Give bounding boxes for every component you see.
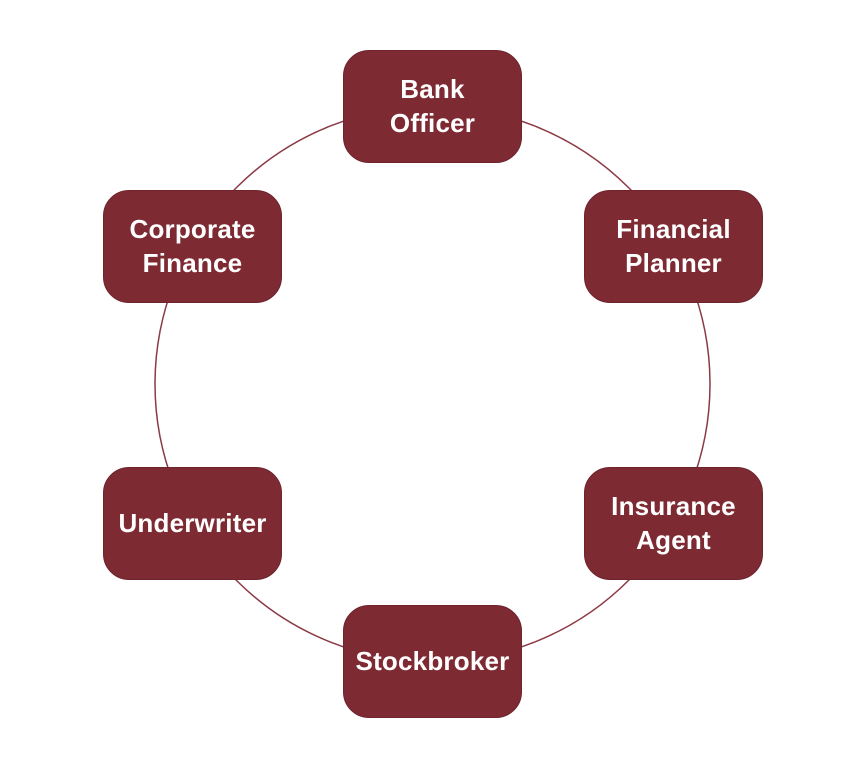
node-corporate-finance: Corporate Finance <box>103 190 282 303</box>
node-label-corporate-finance: Corporate Finance <box>129 214 256 278</box>
node-insurance-agent: Insurance Agent <box>584 467 763 580</box>
node-label-insurance-agent: Insurance Agent <box>611 491 736 555</box>
node-stockbroker: Stockbroker <box>343 605 522 718</box>
node-label-stockbroker: Stockbroker <box>355 645 510 676</box>
node-label-underwriter: Underwriter <box>118 507 267 538</box>
node-financial-planner: Financial Planner <box>584 190 763 303</box>
node-underwriter: Underwriter <box>103 467 282 580</box>
node-label-bank-officer: Bank Officer <box>389 74 476 138</box>
node-label-financial-planner: Financial Planner <box>616 214 731 278</box>
node-bank-officer: Bank Officer <box>343 50 522 163</box>
